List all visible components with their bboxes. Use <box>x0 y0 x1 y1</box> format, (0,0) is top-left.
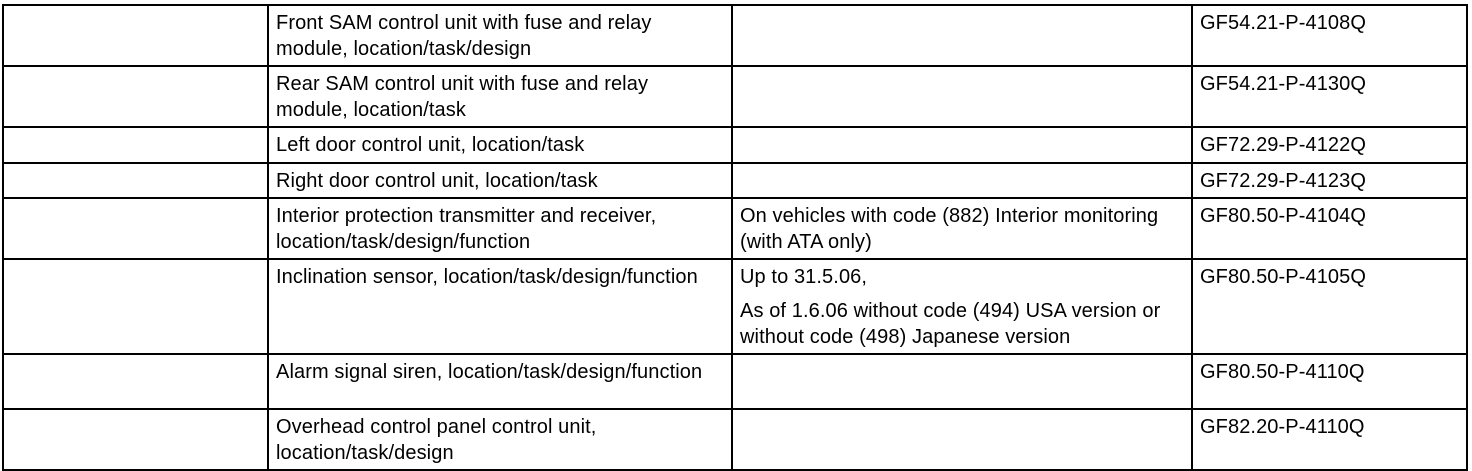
description-cell: Interior protection transmitter and rece… <box>267 197 733 260</box>
condition-cell <box>731 126 1193 164</box>
empty-cell <box>2 353 269 410</box>
document-code-cell: GF80.50-P-4105Q <box>1191 258 1468 355</box>
description-cell: Alarm signal siren, location/task/design… <box>267 353 733 410</box>
description-cell: Overhead control panel control unit, loc… <box>267 408 733 471</box>
description-cell: Left door control unit, location/task <box>267 126 733 164</box>
document-code-cell: GF80.50-P-4110Q <box>1191 353 1468 410</box>
description-cell: Rear SAM control unit with fuse and rela… <box>267 65 733 128</box>
empty-cell <box>2 4 269 67</box>
condition-paragraph: Up to 31.5.06, <box>740 266 868 288</box>
table-row: Alarm signal siren, location/task/design… <box>2 353 1468 410</box>
empty-cell <box>2 408 269 471</box>
document-code-cell: GF54.21-P-4108Q <box>1191 4 1468 67</box>
table-row: Inclination sensor, location/task/design… <box>2 258 1468 355</box>
condition-cell <box>731 4 1193 67</box>
document-code-cell: GF72.29-P-4123Q <box>1191 162 1468 199</box>
condition-cell <box>731 65 1193 128</box>
table-row: Rear SAM control unit with fuse and rela… <box>2 65 1468 128</box>
empty-cell <box>2 126 269 164</box>
description-cell: Right door control unit, location/task <box>267 162 733 199</box>
empty-cell <box>2 258 269 355</box>
document-code-cell: GF82.20-P-4110Q <box>1191 408 1468 471</box>
table-row: Front SAM control unit with fuse and rel… <box>2 4 1468 67</box>
empty-cell <box>2 197 269 260</box>
condition-paragraph: As of 1.6.06 without code (494) USA vers… <box>740 300 1161 348</box>
condition-cell: Up to 31.5.06, As of 1.6.06 without code … <box>731 258 1193 355</box>
table-body: Front SAM control unit with fuse and rel… <box>2 4 1468 471</box>
empty-cell <box>2 65 269 128</box>
condition-cell <box>731 162 1193 199</box>
condition-cell: On vehicles with code (882) Interior mon… <box>731 197 1193 260</box>
description-cell: Front SAM control unit with fuse and rel… <box>267 4 733 67</box>
condition-cell <box>731 353 1193 410</box>
document-code-cell: GF72.29-P-4122Q <box>1191 126 1468 164</box>
empty-cell <box>2 162 269 199</box>
document-code-cell: GF54.21-P-4130Q <box>1191 65 1468 128</box>
condition-cell <box>731 408 1193 471</box>
condition-paragraph: On vehicles with code (882) Interior mon… <box>740 205 1159 253</box>
table-row: Left door control unit, location/task GF7… <box>2 126 1468 164</box>
table-row: Overhead control panel control unit, loc… <box>2 408 1468 471</box>
document-code-cell: GF80.50-P-4104Q <box>1191 197 1468 260</box>
description-cell: Inclination sensor, location/task/design… <box>267 258 733 355</box>
table-row: Right door control unit, location/task GF… <box>2 162 1468 199</box>
service-documents-table: Front SAM control unit with fuse and rel… <box>2 4 1468 471</box>
table-row: Interior protection transmitter and rece… <box>2 197 1468 260</box>
